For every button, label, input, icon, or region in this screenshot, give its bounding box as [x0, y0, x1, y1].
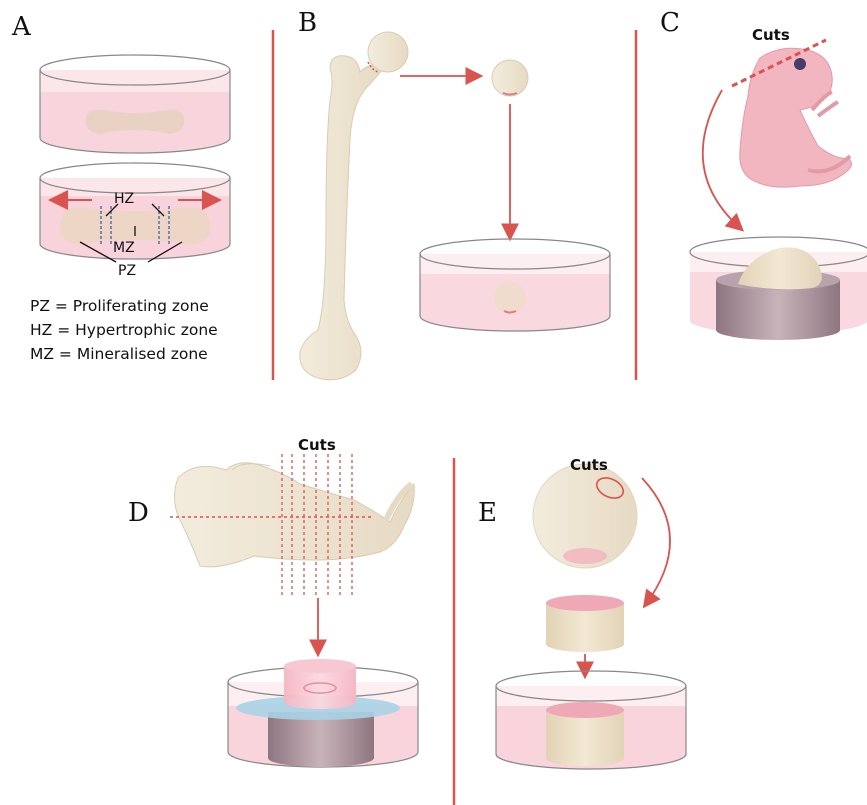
arrow-e-curved [642, 478, 670, 604]
panel-a-dish-bottom [40, 163, 230, 262]
cuts-label-c: Cuts [752, 26, 790, 44]
panel-c-dish [690, 237, 867, 340]
neonatal-mouse [732, 40, 852, 187]
cuts-label-d: Cuts [298, 436, 336, 454]
panel-e-dish [496, 671, 686, 769]
mandible [170, 454, 414, 596]
cuts-label-e: Cuts [570, 456, 608, 474]
panel-a-dish-top [40, 55, 230, 153]
femur-bone [300, 32, 408, 380]
femoral-head [492, 60, 528, 96]
stretched-bone-explant [60, 207, 210, 244]
legend-item-pz: PZ = Proliferating zone [30, 294, 218, 318]
panel-d-dish [228, 659, 418, 767]
arrow-c-curved [703, 90, 740, 228]
legend-item-mz: MZ = Mineralised zone [30, 342, 218, 366]
label-pz: PZ [118, 263, 136, 279]
label-hz: HZ [114, 191, 134, 207]
panel-b-dish [420, 239, 610, 331]
cylinder-plug [546, 595, 624, 652]
zone-legend: PZ = Proliferating zone HZ = Hypertrophi… [30, 294, 218, 366]
femoral-head-sphere [533, 464, 637, 568]
label-mz: MZ [113, 240, 135, 256]
legend-item-hz: HZ = Hypertrophic zone [30, 318, 218, 342]
